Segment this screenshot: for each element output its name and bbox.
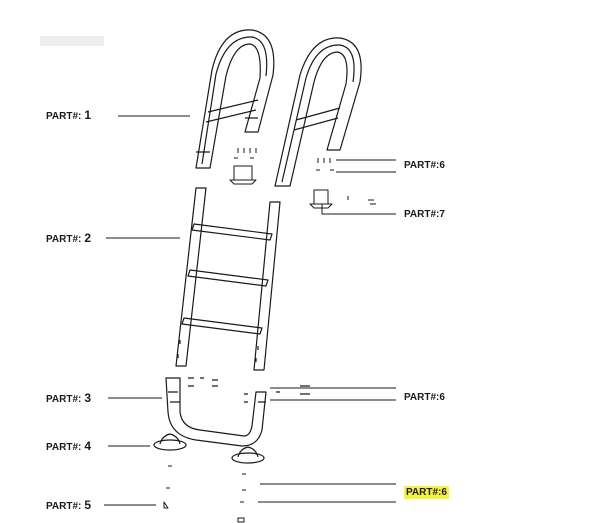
faded-header-smudge bbox=[40, 36, 104, 46]
label-part-6-bottom-highlighted: PART#:6 bbox=[404, 486, 449, 499]
label-part-6-bottom-text: PART#:6 bbox=[404, 486, 449, 499]
bottom-bolts bbox=[163, 465, 246, 523]
label-part-6-top: PART#:6 bbox=[404, 160, 445, 171]
feet bbox=[153, 433, 265, 464]
label-part-1: PART#:1 bbox=[46, 109, 91, 123]
label-part-2: PART#:2 bbox=[46, 232, 91, 246]
label-part-1-number: 1 bbox=[84, 108, 92, 122]
label-part-3-number: 3 bbox=[84, 391, 92, 405]
label-part-5: PART#:5 bbox=[46, 499, 91, 513]
label-part-6-middle: PART#:6 bbox=[404, 392, 445, 403]
label-part-5-prefix: PART#: bbox=[46, 501, 82, 512]
bottom-u-base bbox=[165, 377, 310, 447]
right-handrail bbox=[274, 37, 362, 187]
label-part-3-prefix: PART#: bbox=[46, 394, 82, 405]
label-part-4-prefix: PART#: bbox=[46, 442, 82, 453]
label-part-4: PART#:4 bbox=[46, 440, 91, 454]
label-part-4-number: 4 bbox=[84, 439, 92, 453]
label-part-2-prefix: PART#: bbox=[46, 234, 82, 245]
ladder-frame bbox=[175, 187, 281, 371]
label-part-3: PART#:3 bbox=[46, 392, 91, 406]
top-fasteners bbox=[229, 148, 376, 209]
left-handrail bbox=[195, 29, 275, 169]
label-part-2-number: 2 bbox=[84, 231, 92, 245]
leader-lines bbox=[104, 115, 396, 506]
label-part-7: PART#:7 bbox=[404, 209, 445, 220]
label-part-5-number: 5 bbox=[84, 498, 92, 512]
label-part-1-prefix: PART#: bbox=[46, 111, 82, 122]
